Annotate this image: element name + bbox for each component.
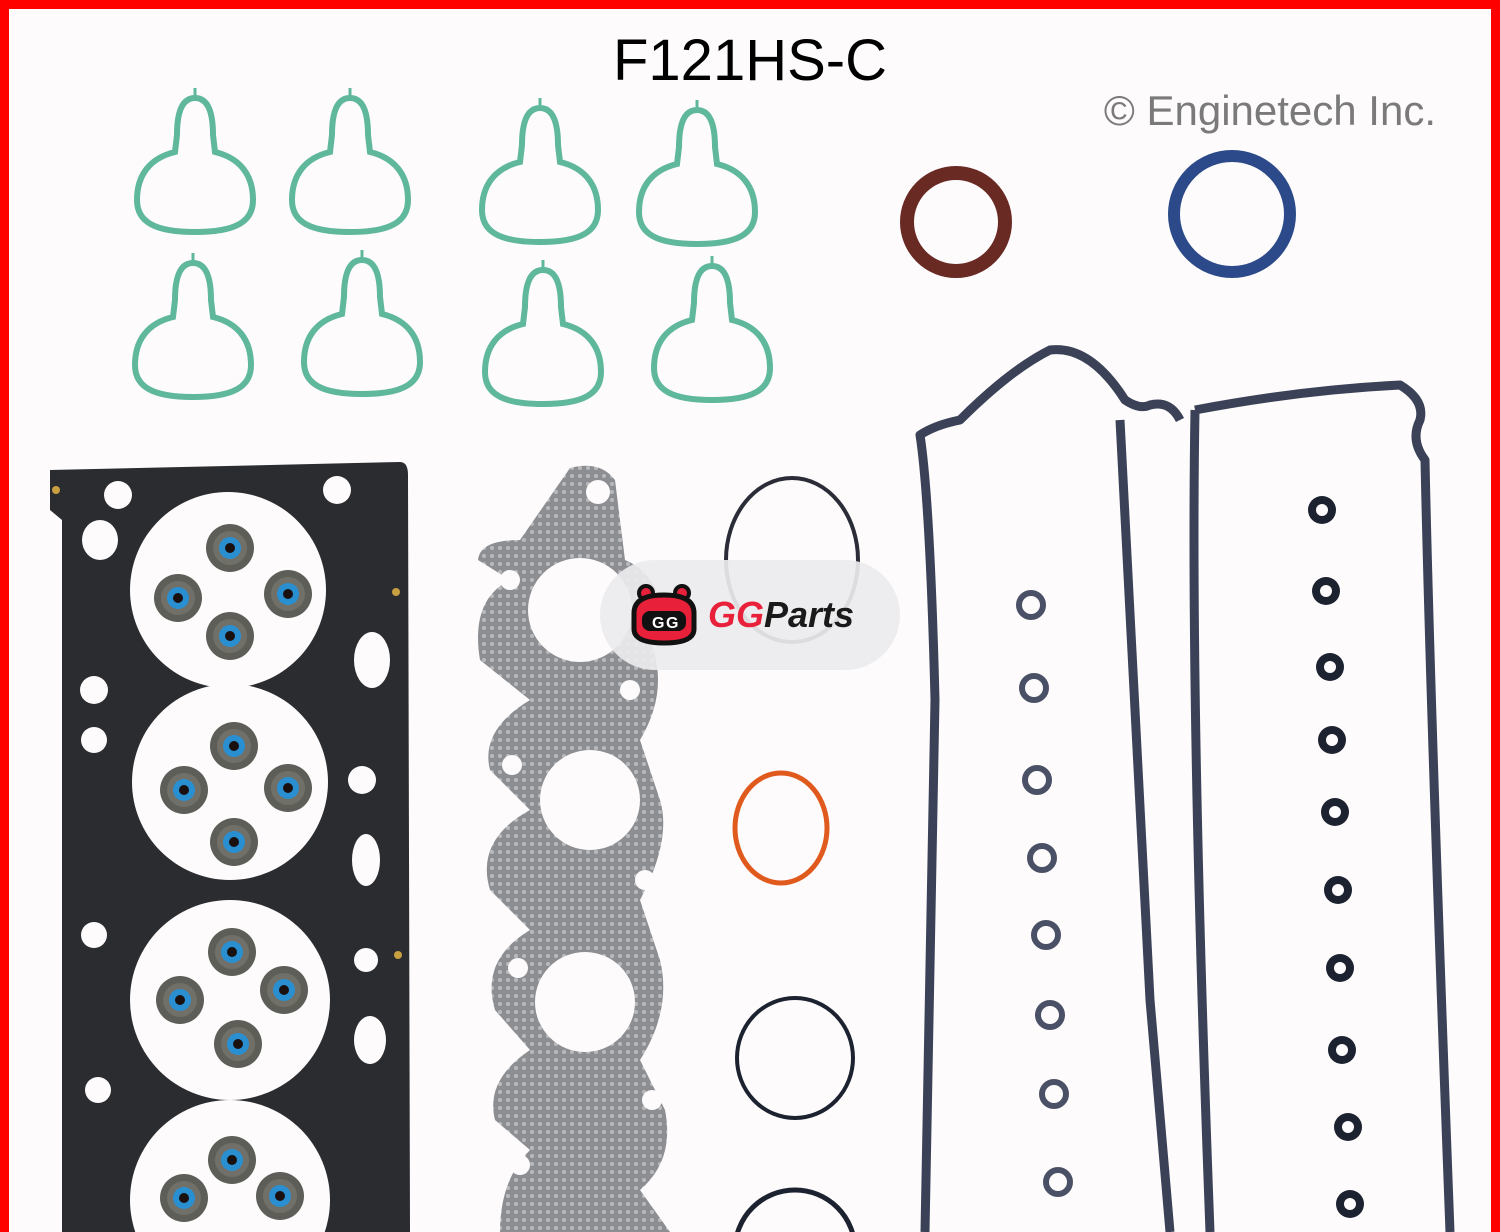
intake-gaskets	[135, 88, 770, 404]
valve-cover-gaskets	[915, 345, 1455, 1232]
copyright-notice: © Enginetech Inc.	[1103, 87, 1436, 134]
svg-text:G: G	[666, 615, 678, 632]
rear-main-seal	[1168, 150, 1296, 278]
head-gasket	[50, 462, 410, 1232]
product-image-frame: F121HS-C © Enginetech Inc. G G GGParts	[9, 9, 1491, 1232]
front-crank-seal	[900, 166, 1012, 278]
black-o-ring-2	[735, 1187, 855, 1232]
small-o-rings	[1019, 593, 1070, 1194]
part-number-title: F121HS-C	[613, 28, 887, 93]
orange-o-ring	[732, 770, 830, 886]
svg-text:G: G	[652, 615, 664, 632]
ggparts-watermark: G G GGParts	[600, 560, 900, 670]
black-o-ring	[735, 996, 855, 1120]
ggparts-brand-text: GGParts	[708, 594, 855, 635]
gasket-set-illustration	[50, 9, 1455, 1232]
mascot-logo-icon: G G	[631, 584, 697, 646]
spark-tube-seals	[1308, 496, 1364, 1218]
